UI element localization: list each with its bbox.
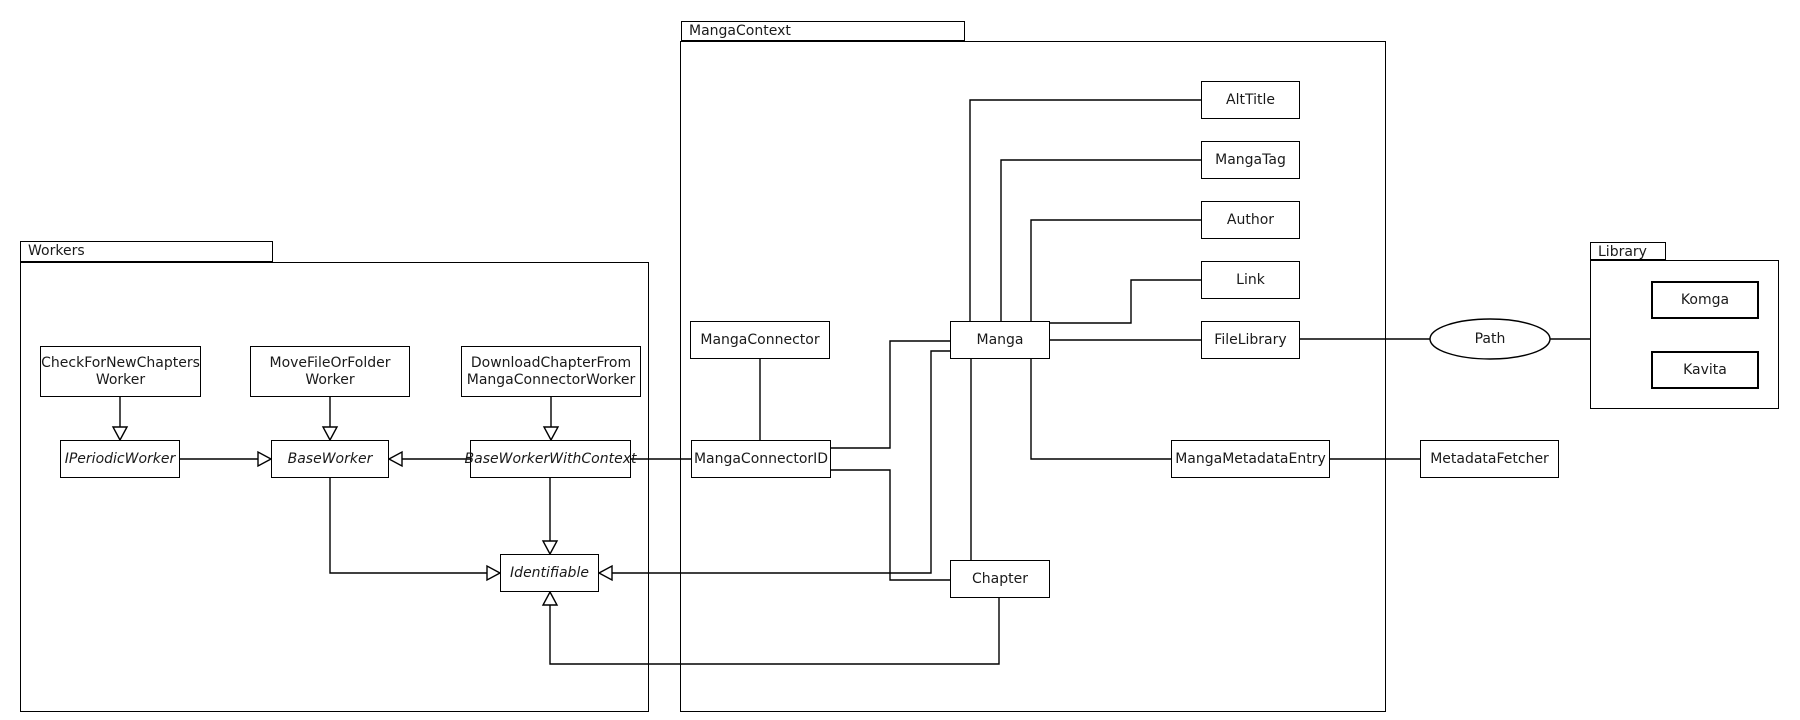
inheritance-arrowhead-icon — [111, 426, 129, 442]
package-manga-context — [680, 41, 1386, 712]
inheritance-arrowhead-icon — [257, 450, 273, 468]
inheritance-arrowhead-icon — [321, 426, 339, 442]
inheritance-arrowhead-icon — [597, 564, 613, 582]
edge-chapter--identifiable — [541, 590, 1000, 665]
edge-manga--author — [1030, 219, 1201, 321]
package-label-manga-context: MangaContext — [689, 23, 791, 39]
inheritance-arrowhead-icon — [541, 590, 559, 606]
ellipse-path — [1429, 318, 1551, 360]
package-tab-library: Library — [1590, 242, 1666, 260]
edge-manga--link — [1050, 279, 1201, 324]
package-label-library: Library — [1598, 244, 1647, 260]
edge-manga--manga-tag — [1000, 159, 1201, 321]
edge-manga--identifiable — [597, 350, 950, 582]
edge-iperiodic-worker--base-worker — [180, 450, 273, 468]
edge-move-file-or-folder-worker--base-worker — [321, 397, 339, 442]
inheritance-arrowhead-icon — [542, 426, 560, 442]
inheritance-arrowhead-icon — [541, 540, 559, 556]
edge-manga--manga-metadata-entry — [1030, 359, 1171, 460]
edge-base-worker-with-context--identifiable — [541, 478, 559, 556]
edge-download-chapter-from-manga-connector-worker--base-worker-with-context — [542, 397, 560, 442]
inheritance-arrowhead-icon — [486, 564, 502, 582]
package-tab-workers: Workers — [20, 241, 273, 262]
inheritance-arrowhead-icon — [387, 450, 403, 468]
edge-manga-connector-id--manga — [831, 340, 950, 449]
edge-manga--alt-title — [969, 99, 1201, 321]
edge-base-worker-with-context--base-worker — [387, 450, 470, 468]
package-label-workers: Workers — [28, 243, 85, 259]
package-library — [1590, 260, 1779, 409]
edge-check-for-new-chapters-worker--iperiodic-worker — [111, 397, 129, 442]
package-workers — [20, 262, 649, 712]
package-tab-manga-context: MangaContext — [681, 21, 965, 41]
edge-manga-connector-id--chapter — [831, 469, 950, 581]
edge-base-worker--identifiable — [329, 478, 502, 582]
